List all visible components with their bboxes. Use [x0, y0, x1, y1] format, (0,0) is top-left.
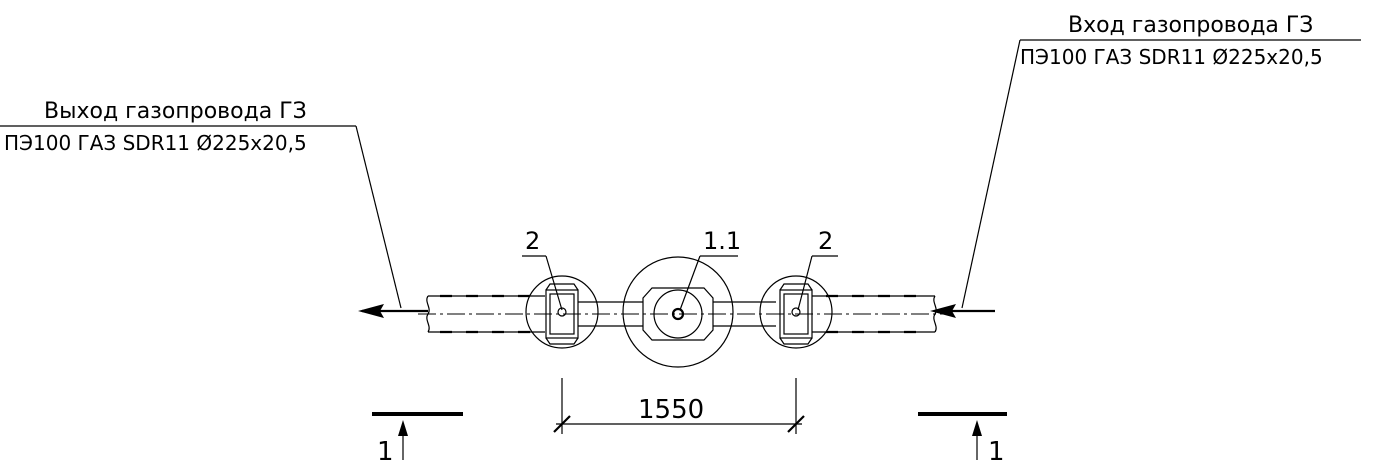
section-mark-right: 1 [918, 412, 1007, 467]
callout-left-number: 2 [525, 227, 540, 255]
center-fitting-outer-circle [622, 256, 734, 368]
center-fitting [622, 256, 734, 368]
left-coupling-inner [549, 293, 575, 335]
section-mark-right-arrow-head [972, 420, 982, 436]
inlet-arrow-head [930, 304, 956, 318]
pipeline [418, 294, 948, 334]
dimension-tick-right [787, 415, 805, 433]
right-coupling-center-mark [791, 307, 801, 317]
pipe-hatch-marks [440, 294, 916, 334]
outlet-label: Выход газопровода ГЗ ПЭ100 ГАЗ SDR11 Ø22… [0, 99, 402, 309]
section-mark-left-number: 1 [377, 437, 394, 467]
callout-center: 1.1 [679, 227, 741, 311]
inlet-leader-line [961, 39, 1021, 309]
left-coupling-body [545, 289, 579, 339]
inlet-spec: ПЭ100 ГАЗ SDR11 Ø225x20,5 [1020, 45, 1323, 69]
left-coupling-circle [525, 275, 599, 349]
center-fitting-body [642, 287, 714, 341]
callout-left-leader [545, 255, 563, 311]
dimension-value: 1550 [638, 395, 704, 425]
callout-right-leader [797, 255, 813, 311]
callout-center-leader [679, 255, 701, 311]
callout-right-number: 2 [818, 227, 833, 255]
inlet-arrow [930, 304, 995, 318]
outlet-spec: ПЭ100 ГАЗ SDR11 Ø225x20,5 [4, 131, 307, 155]
callout-right: 2 [797, 227, 838, 311]
section-mark-right-number: 1 [988, 437, 1005, 467]
section-mark-left-arrow-head [398, 420, 408, 436]
left-coupling-cap [545, 283, 579, 345]
center-pipe-right-outline [713, 301, 776, 327]
inlet-label: Вход газопровода ГЗ ПЭ100 ГАЗ SDR11 Ø225… [961, 13, 1361, 309]
left-coupling [525, 275, 599, 349]
right-coupling [759, 275, 833, 349]
outlet-title: Выход газопровода ГЗ [44, 99, 307, 124]
dimension-tick-left [553, 415, 571, 433]
outlet-leader-line [355, 125, 402, 309]
section-mark-left: 1 [372, 412, 463, 467]
right-coupling-circle [759, 275, 833, 349]
outlet-arrow-head [358, 304, 384, 318]
right-coupling-body [779, 289, 813, 339]
callout-left: 2 [522, 227, 563, 311]
dimension-1550: 1550 [553, 378, 805, 434]
outlet-arrow [358, 304, 428, 318]
center-fitting-center-mark [671, 307, 685, 321]
inlet-title: Вход газопровода ГЗ [1068, 13, 1313, 38]
right-coupling-cap [779, 283, 813, 345]
right-coupling-inner [783, 293, 809, 335]
callout-center-number: 1.1 [703, 227, 741, 255]
center-fitting-ring [653, 289, 703, 339]
